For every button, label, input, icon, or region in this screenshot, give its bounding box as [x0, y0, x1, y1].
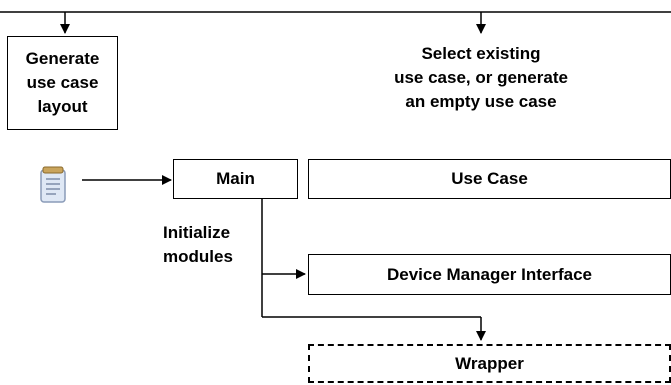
device-manager-box: Device Manager Interface — [308, 254, 671, 295]
generate-layout-box: Generate use case layout — [7, 36, 118, 130]
notepad-document-icon — [38, 165, 74, 205]
use-case-box: Use Case — [308, 159, 671, 199]
initialize-modules-label: Initialize modules — [163, 223, 233, 266]
select-existing-label: Select existing use case, or generate an… — [394, 44, 568, 111]
wrapper-box: Wrapper — [308, 344, 671, 383]
main-box: Main — [173, 159, 298, 199]
